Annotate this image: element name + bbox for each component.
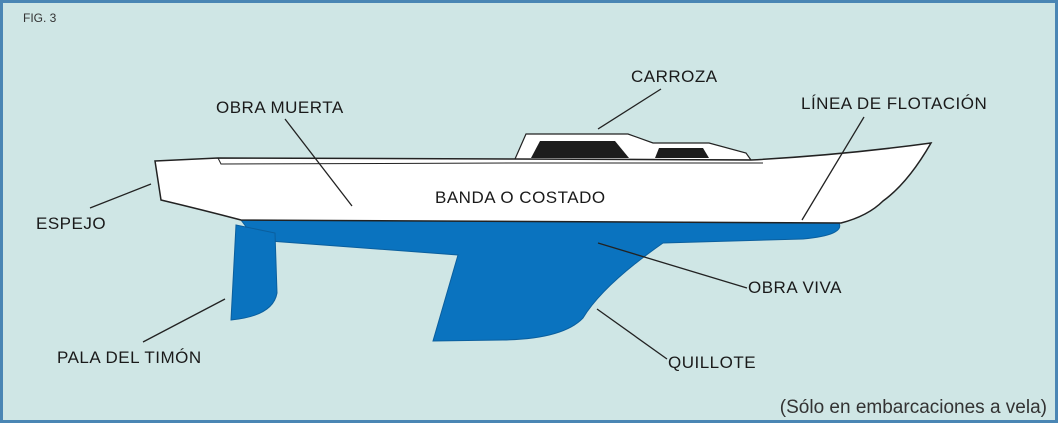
- label-banda-costado: BANDA O COSTADO: [435, 188, 606, 207]
- rudder-blade-shape: [230, 224, 278, 321]
- leader-obra-viva: [597, 242, 748, 289]
- leader-pala-timon: [142, 298, 226, 343]
- leader-quillote: [596, 308, 668, 360]
- label-obra-muerta: OBRA MUERTA: [216, 98, 344, 117]
- cabin-window-front: [531, 141, 629, 158]
- label-carroza: CARROZA: [631, 67, 718, 86]
- deck-line: [217, 157, 763, 165]
- footnote-sailboats-only: (Sólo en embarcaciones a vela): [779, 397, 1047, 418]
- label-quillote: QUILLOTE: [668, 353, 757, 372]
- label-obra-viva: OBRA VIVA: [748, 278, 842, 297]
- cabin-window-rear: [655, 148, 709, 158]
- leader-linea-flotacion: [801, 116, 865, 221]
- figure-number: FIG. 3: [23, 11, 57, 25]
- leader-obra-muerta: [284, 118, 353, 207]
- obra-viva-shape: [239, 219, 841, 342]
- sailboat-diagram: [89, 88, 933, 360]
- leader-espejo: [89, 183, 152, 209]
- label-linea-flotacion: LÍNEA DE FLOTACIÓN: [801, 94, 988, 113]
- label-pala-timon: PALA DEL TIMÓN: [57, 348, 202, 367]
- leader-carroza: [597, 88, 662, 130]
- label-espejo: ESPEJO: [36, 214, 107, 233]
